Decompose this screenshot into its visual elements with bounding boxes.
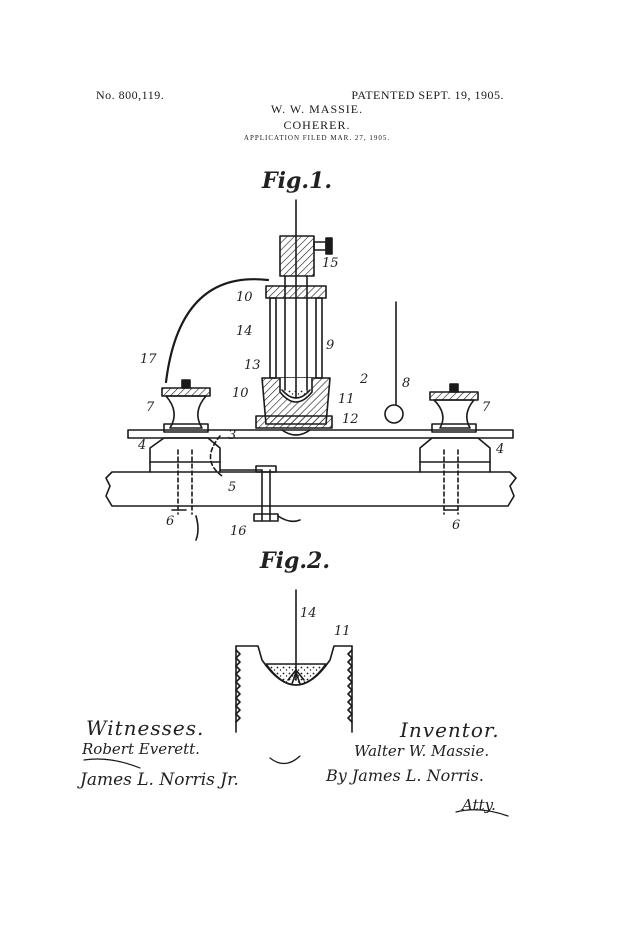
ref-6-left: 6	[166, 514, 175, 529]
coherer-holder	[255, 285, 333, 429]
ref-5: 5	[228, 480, 237, 495]
inventor-label: Inventor.	[400, 718, 500, 742]
ref-4-right: 4	[496, 442, 505, 457]
figure-2-drawing	[235, 589, 353, 733]
lead-wire	[164, 278, 270, 384]
fig2-ref-14: 14	[300, 606, 317, 621]
left-thumb-nut	[161, 379, 211, 433]
witness-signature-2: James L. Norris Jr.	[80, 770, 239, 790]
ref-17: 17	[140, 352, 157, 367]
figure-1-drawing	[105, 199, 517, 541]
ref-6-right: 6	[452, 518, 461, 533]
ref-14: 14	[236, 324, 253, 339]
witnesses-label: Witnesses.	[86, 716, 205, 740]
ref-9: 9	[326, 338, 335, 353]
ref-15: 15	[322, 256, 339, 271]
witness-signature-1: Robert Everett.	[82, 740, 200, 758]
metal-plate	[127, 429, 514, 439]
fig2-label: Fig.2.	[260, 548, 330, 574]
ref-12: 12	[342, 412, 359, 427]
ref-3: 3	[228, 428, 237, 443]
ref-2: 2	[360, 372, 369, 387]
clapper-ball	[384, 404, 404, 424]
ref-16: 16	[230, 524, 247, 539]
inventor-name-header: W. W. MASSIE.	[270, 102, 364, 116]
fig2-ref-11: 11	[334, 624, 351, 639]
ref-10-top: 10	[236, 290, 253, 305]
patent-number: No. 800,119.	[96, 88, 165, 102]
attorney-signature: By James L. Norris.	[326, 766, 484, 785]
attorney-label: Atty.	[462, 796, 496, 814]
inventor-signature: Walter W. Massie.	[354, 742, 490, 760]
ref-11: 11	[338, 392, 355, 407]
ref-7-left: 7	[146, 400, 155, 415]
filing-date: APPLICATION FILED MAR. 27, 1905.	[243, 134, 391, 142]
ref-8: 8	[402, 376, 411, 391]
ref-4-left: 4	[138, 438, 147, 453]
wooden-base	[105, 471, 517, 507]
left-binding-post-base	[149, 437, 221, 473]
fig1-label: Fig.1.	[262, 168, 332, 194]
ref-10-bottom: 10	[232, 386, 249, 401]
patent-title: COHERER.	[283, 118, 351, 132]
ref-7-right: 7	[482, 400, 491, 415]
right-thumb-nut	[429, 383, 479, 433]
ref-13: 13	[244, 358, 261, 373]
right-binding-post-base	[419, 437, 491, 473]
patent-date: PATENTED SEPT. 19, 1905.	[351, 88, 504, 102]
